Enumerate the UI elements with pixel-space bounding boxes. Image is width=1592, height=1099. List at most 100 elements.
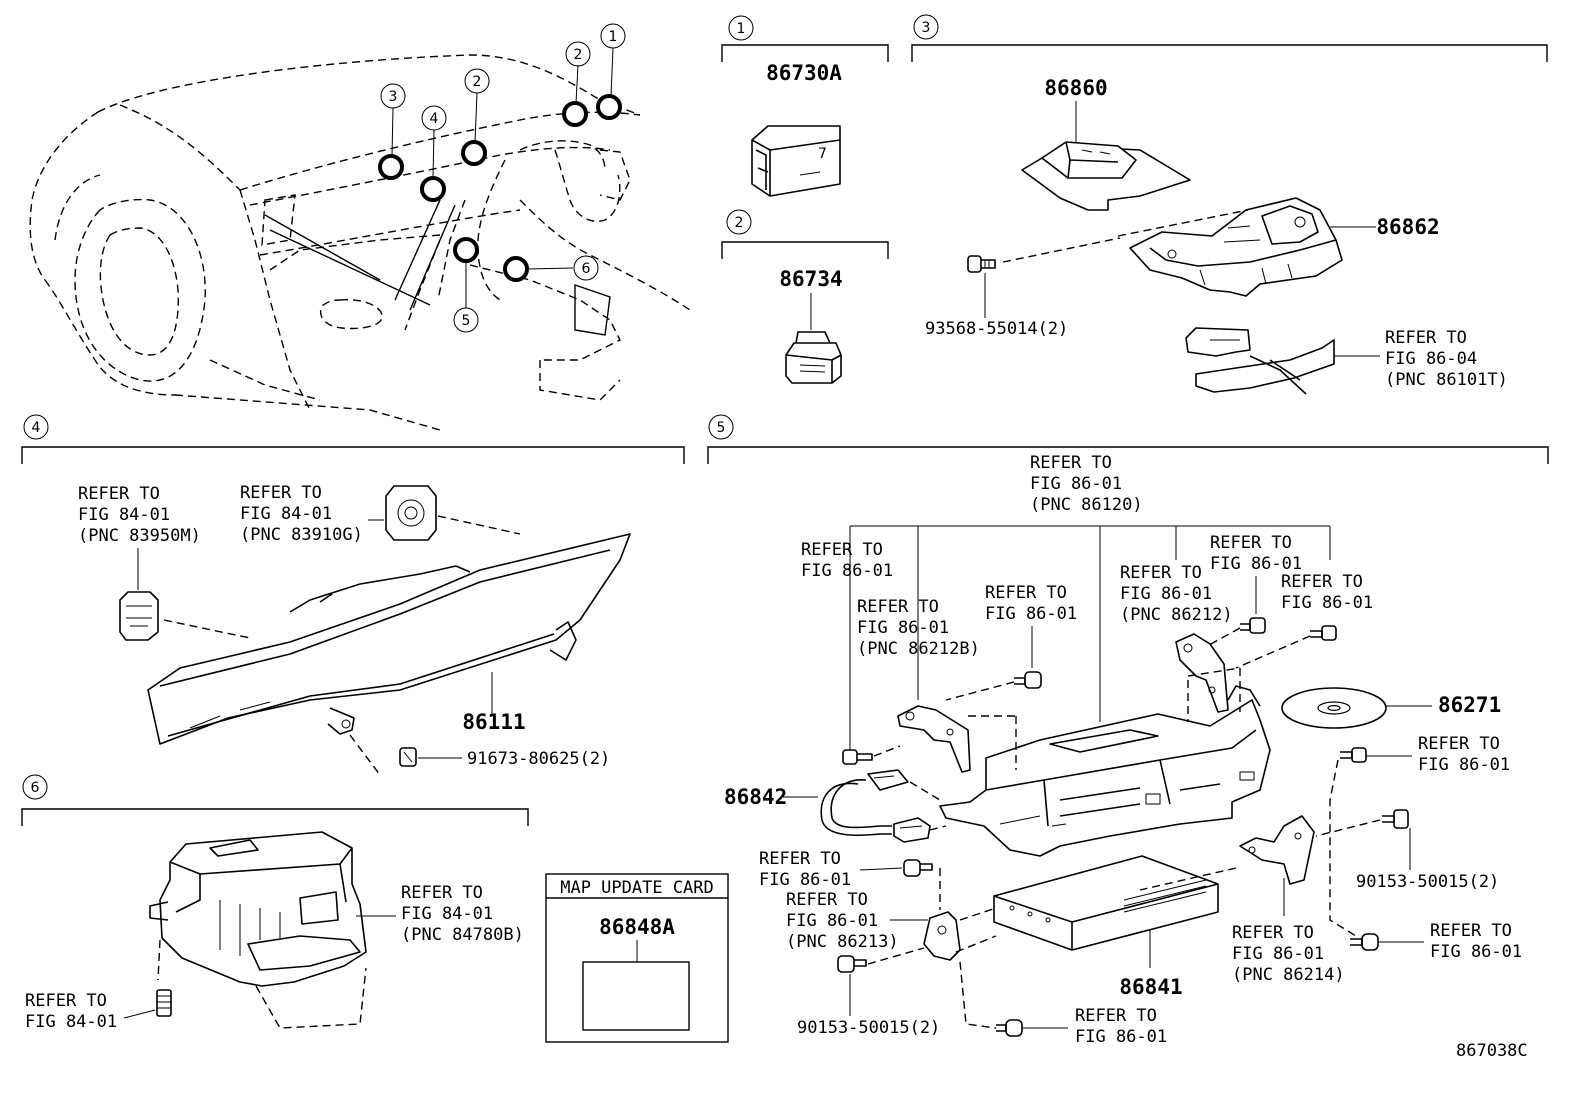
refer-f-line2: FIG 86-01 [1281,593,1373,613]
refer-86213-line2: FIG 86-01 [786,911,878,931]
location-marker-6 [503,256,529,282]
overview-callout-2a: 2 [574,47,583,63]
section-1: 1 86730A 7 [721,15,889,197]
refer-g-line1: REFER TO [1418,734,1500,754]
refer-84-01-line1: REFER TO [25,991,107,1011]
part-number-86734: 86734 [779,267,842,291]
refer-a-line1: REFER TO [801,540,883,560]
screw-84-01 [156,989,172,1017]
section-4: 4 REFER TO FIG 84-01 (PNC 83950M) REFER … [21,414,685,776]
section-2-callout: 2 [735,215,744,231]
refer-83910G-line2: FIG 84-01 [240,504,332,524]
part-number-86848A: 86848A [599,915,675,939]
refer-86101T-line3: (PNC 86101T) [1385,370,1508,390]
refer-84780B-line3: (PNC 84780B) [401,925,524,945]
map-card-icon [582,961,690,1031]
refer-g-line2: FIG 86-01 [1418,755,1510,775]
refer-86213-line3: (PNC 86213) [786,932,899,952]
screw-90153-right [1382,809,1409,829]
part-number-86111: 86111 [462,710,525,734]
refer-86214-line2: FIG 86-01 [1232,944,1324,964]
refer-f-line1: REFER TO [1281,572,1363,592]
refer-86101T-line1: REFER TO [1385,328,1467,348]
refer-j-line2: FIG 86-01 [1075,1027,1167,1047]
location-marker-4 [420,176,446,202]
section-6-callout: 6 [31,780,40,796]
figure-id: 867038C [1456,1041,1528,1061]
refer-83950M-line3: (PNC 83950M) [78,526,201,546]
main-unit [939,685,1271,857]
screw-right-g [1340,747,1367,763]
refer-86101T-line2: FIG 86-04 [1385,349,1477,369]
section-5-callout: 5 [717,420,726,436]
screw-bottom-j [996,1019,1023,1037]
refer-84-01-line2: FIG 84-01 [25,1012,117,1032]
refer-86214-line3: (PNC 86214) [1232,965,1345,985]
refer-84780B-line2: FIG 84-01 [401,904,493,924]
refer-h-line2: FIG 86-01 [759,870,851,890]
section-3: 3 86860 86862 93568-55014(2) [911,14,1548,395]
sensor-83910G [385,485,437,541]
location-marker-1 [596,94,622,120]
part-number-86271: 86271 [1438,693,1501,717]
part-number-86862: 86862 [1376,215,1439,239]
section-2: 2 86734 [721,209,889,384]
section-1-callout: 1 [737,21,746,37]
section-4-callout: 4 [32,420,41,436]
screw-91673-80625 [399,747,417,767]
refer-86212-line2: FIG 86-01 [1120,584,1212,604]
svg-text:7: 7 [818,146,827,162]
refer-a-line2: FIG 86-01 [801,561,893,581]
refer-e-line1: REFER TO [1210,533,1292,553]
screws-top [842,617,1337,765]
screw-label-90153-right: 90153-50015(2) [1356,872,1499,892]
overview-callout-4: 4 [430,111,439,127]
module-86841 [993,855,1219,951]
refer-h-line1: REFER TO [759,849,841,869]
refer-86212-line1: REFER TO [1120,563,1202,583]
map-card-title: MAP UPDATE CARD [560,878,714,898]
overview-callout-5: 5 [462,313,471,329]
overview-callout-2b: 2 [473,74,482,90]
overview-callouts: 1 2 2 3 4 5 6 [380,23,626,333]
map-update-card-panel: MAP UPDATE CARD 86848A [545,873,729,1043]
refer-86120-line1: REFER TO [1030,453,1112,473]
refer-86213-line1: REFER TO [786,890,868,910]
refer-83950M-line2: FIG 84-01 [78,505,170,525]
part-number-86730A: 86730A [766,61,842,85]
connector-86734 [785,331,842,384]
refer-83910G-line3: (PNC 83910G) [240,525,363,545]
switch-83950M [119,591,159,641]
screw-90153-left [837,955,867,973]
refer-e-line2: FIG 86-01 [1210,554,1302,574]
bracket-86860 [1021,141,1191,211]
display-86111 [147,533,631,745]
refer-l-line1: REFER TO [1430,921,1512,941]
refer-c-line1: REFER TO [985,583,1067,603]
location-marker-5 [453,237,479,263]
part-number-86860: 86860 [1044,76,1107,100]
bracket-86214 [1239,815,1315,885]
section-5: 5 REFER TO FIG 86-01 (PNC 86120) REFER T… [707,414,1549,1047]
refer-86212B-line3: (PNC 86212B) [857,639,980,659]
screw-label-93568-55014: 93568-55014(2) [925,319,1068,339]
location-marker-2a [562,101,588,127]
section-3-callout: 3 [922,20,931,36]
overview-callout-1: 1 [609,29,618,45]
refer-86214-line1: REFER TO [1232,923,1314,943]
refer-l-line2: FIG 86-01 [1430,942,1522,962]
bracket-86212 [1175,633,1229,713]
refer-86120-line3: (PNC 86120) [1030,495,1143,515]
harness-86842 [820,769,931,843]
refer-86212B-line1: REFER TO [857,597,939,617]
refer-84780B-line1: REFER TO [401,883,483,903]
refer-c-line2: FIG 86-01 [985,604,1077,624]
screw-label-91673-80625: 91673-80625(2) [467,749,610,769]
bracket-86212B [897,705,971,773]
refer-j-line1: REFER TO [1075,1006,1157,1026]
refer-86212B-line2: FIG 86-01 [857,618,949,638]
refer-83950M-line1: REFER TO [78,484,160,504]
screw-right-l [1350,933,1379,951]
module-84780B [149,831,367,987]
